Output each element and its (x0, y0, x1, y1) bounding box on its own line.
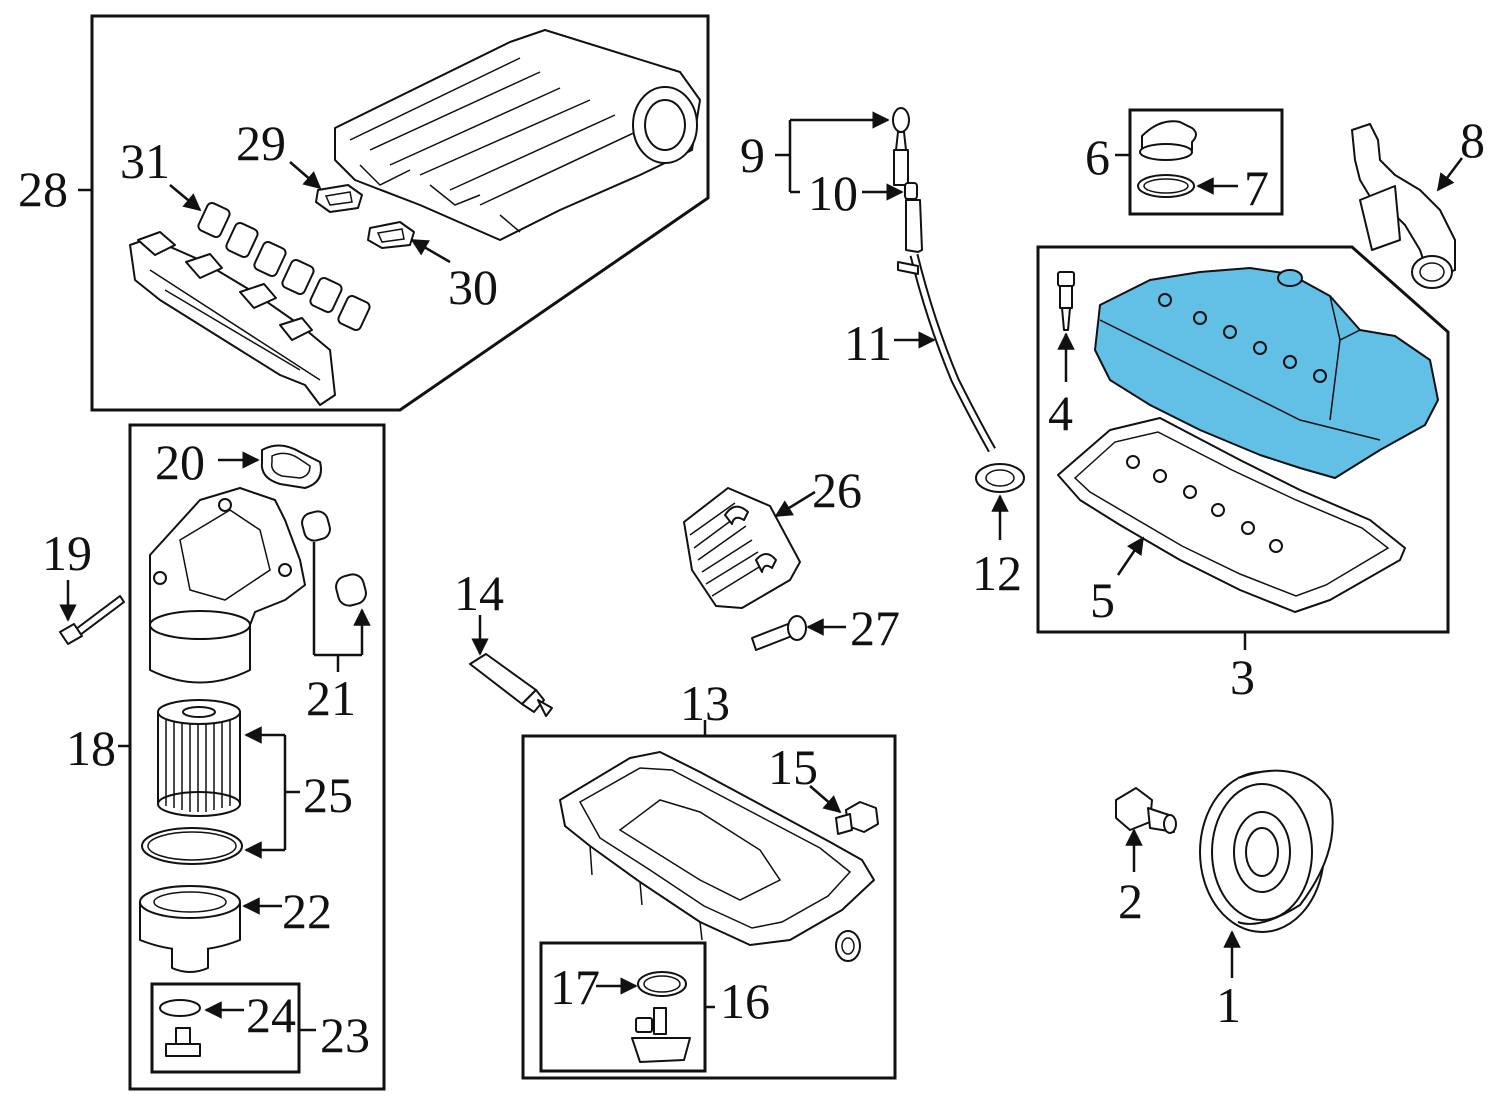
callout-24: 24 (246, 987, 296, 1043)
oil-pan-drain-washer-part[interactable] (835, 930, 861, 962)
callout-8: 8 (1460, 112, 1485, 168)
callout-19: 19 (42, 525, 92, 581)
oil-cap-group-box (1128, 108, 1284, 216)
callout-29: 29 (236, 115, 286, 171)
callout-16: 16 (720, 973, 770, 1029)
runner-gasket-part[interactable] (197, 201, 371, 332)
callout-15: 15 (768, 739, 818, 795)
housing-gasket-20-part[interactable] (260, 444, 322, 489)
callout-28: 28 (18, 161, 68, 217)
dipstick-part[interactable] (892, 107, 910, 186)
oil-pan-part[interactable] (559, 751, 875, 946)
housing-seal-21b-part[interactable] (334, 572, 369, 608)
callout-25: 25 (303, 767, 353, 823)
callout-26: 26 (812, 462, 862, 518)
crankshaft-pulley-part[interactable] (1199, 769, 1334, 933)
callout-30: 30 (448, 259, 498, 315)
intake-manifold-group-box (90, 14, 710, 412)
callout-1: 1 (1216, 977, 1241, 1033)
oil-pan-drain-bolt-part[interactable] (835, 801, 879, 835)
callout-6: 6 (1085, 129, 1110, 185)
callout-18: 18 (66, 720, 116, 776)
housing-bolt-part[interactable] (59, 595, 125, 645)
dipstick-tube-oring-part[interactable] (975, 463, 1025, 493)
drain-plug-part[interactable] (165, 1027, 201, 1057)
callout-11: 11 (844, 315, 892, 371)
oil-cooler-part[interactable] (683, 487, 801, 609)
oil-cooler-bolt-part[interactable] (751, 615, 807, 651)
housing-seal-21a-part[interactable] (300, 509, 332, 543)
oil-level-sensor-part[interactable] (631, 1007, 691, 1063)
callout-31: 31 (120, 133, 170, 189)
callout-7: 7 (1244, 160, 1269, 216)
lower-intake-runner-part[interactable] (129, 231, 336, 406)
callout-12: 12 (972, 545, 1022, 601)
crankcase-breather-hose-part[interactable] (1351, 123, 1456, 289)
filter-oring-part[interactable] (141, 827, 243, 865)
oil-filter-housing-part[interactable] (149, 487, 306, 684)
callout-17: 17 (550, 959, 600, 1015)
callout-13: 13 (680, 675, 730, 731)
drain-plug-subgroup-box (150, 982, 301, 1074)
callout-2: 2 (1118, 873, 1143, 929)
callout-27: 27 (850, 600, 900, 656)
callout-14: 14 (454, 565, 504, 621)
throttle-gasket-part-30[interactable] (367, 221, 415, 249)
oil-filter-housing-group-box (128, 423, 386, 1091)
oil-filter-element-part[interactable] (157, 699, 241, 817)
pulley-bolt-part[interactable] (1115, 787, 1177, 834)
throttle-gasket-part-29[interactable] (315, 184, 363, 213)
valve-cover-group-box (1036, 245, 1450, 634)
callout-3: 3 (1230, 649, 1255, 705)
dipstick-tube-part[interactable] (897, 199, 996, 453)
callout-5: 5 (1090, 572, 1115, 628)
valve-cover-part[interactable] (1094, 267, 1439, 479)
callout-21: 21 (306, 670, 356, 726)
sealant-tube-part[interactable] (469, 653, 553, 717)
callout-10: 10 (808, 165, 858, 221)
oil-level-sensor-seal-part[interactable] (637, 971, 687, 997)
callout-22: 22 (282, 883, 332, 939)
oil-filler-cap-part[interactable] (1139, 120, 1197, 161)
oil-filter-cap-part[interactable] (139, 885, 241, 973)
oil-pan-group-box (521, 734, 897, 1080)
callout-20: 20 (155, 434, 205, 490)
drain-plug-oring-part[interactable] (159, 999, 201, 1017)
callout-9: 9 (740, 127, 765, 183)
callout-4: 4 (1048, 385, 1073, 441)
pcv-valve-part[interactable] (1057, 271, 1075, 331)
callout-23: 23 (320, 1007, 370, 1063)
oil-filler-cap-seal-part[interactable] (1137, 174, 1195, 198)
dipstick-seal-part[interactable] (904, 182, 918, 200)
upper-intake-manifold-part[interactable] (334, 29, 701, 241)
